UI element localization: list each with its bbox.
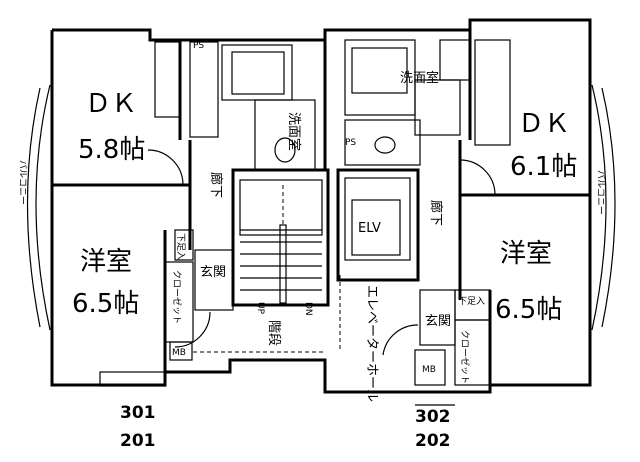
left-mb-label: MB — [172, 348, 186, 358]
right-hall-label: 廊下 — [428, 200, 444, 226]
left-dk-size: 5.8帖 — [78, 135, 145, 165]
right-dk-label: ＤＫ — [518, 109, 570, 139]
right-mb-label: MB — [422, 365, 436, 375]
elevator-label: ELV — [358, 221, 381, 236]
left-unit-number-3f: 301 — [120, 403, 156, 423]
right-entrance-label: 玄関 — [425, 314, 451, 329]
stairs-down-label: DN — [303, 302, 313, 316]
balcony-left — [26, 84, 51, 331]
stairs-up-label: UP — [255, 302, 265, 315]
right-western-size: 6.5帖 — [495, 295, 562, 325]
balcony-right — [591, 84, 616, 331]
left-shoe-label: 下足入 — [175, 233, 186, 260]
right-unit-walls — [344, 30, 590, 386]
right-western-label: 洋室 — [500, 239, 552, 269]
right-balcony-label: バルコニー — [595, 170, 606, 215]
left-entrance-label: 玄関 — [200, 265, 226, 280]
left-ps-label: PS — [193, 41, 204, 51]
right-shoe-label: 下足入 — [458, 296, 485, 307]
left-washroom-label: 洗面室 — [286, 112, 302, 151]
right-washroom-label: 洗面室 — [400, 70, 439, 86]
stairs-label: 階段 — [266, 320, 281, 346]
right-ps-label: PS — [345, 138, 356, 148]
left-dk-label: ＤＫ — [85, 89, 137, 119]
elevator — [336, 168, 420, 282]
left-balcony-label: バルコニー — [17, 160, 28, 205]
left-closet-label: クローゼット — [171, 270, 183, 324]
right-dk-size: 6.1帖 — [510, 152, 577, 182]
stairs — [193, 168, 341, 353]
left-western-label: 洋室 — [80, 247, 132, 277]
right-closet-label: クローゼット — [459, 330, 471, 384]
elevator-hall-label: エレベーターホール — [364, 285, 379, 402]
right-unit-number-2f: 202 — [415, 431, 451, 451]
left-unit-number-2f: 201 — [120, 431, 156, 451]
left-western-size: 6.5帖 — [72, 289, 139, 319]
exterior-walls — [50, 18, 592, 394]
left-hall-label: 廊下 — [208, 172, 224, 198]
right-unit-number-3f: 302 — [415, 407, 451, 427]
